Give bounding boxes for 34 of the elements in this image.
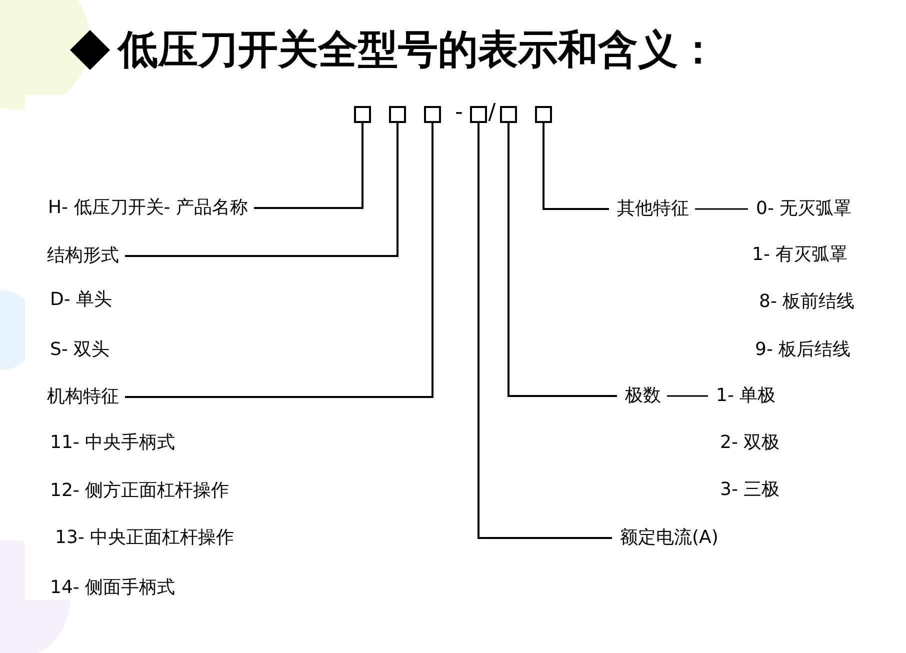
option-label: 11- 中央手柄式 [50, 432, 176, 454]
separator-symbol: / [488, 102, 496, 124]
option-label: 12- 侧方正面杠杆操作 [50, 480, 230, 502]
code-box [535, 106, 552, 123]
option-label: 8- 板前结线 [759, 291, 855, 313]
field-label: 机构特征 [47, 386, 119, 408]
field-label: 结构形式 [47, 245, 119, 267]
code-box [389, 106, 406, 123]
code-box [470, 106, 487, 123]
option-label: 1- 有灭弧罩 [752, 244, 848, 266]
option-label: 14- 侧面手柄式 [50, 577, 176, 599]
option-label: 3- 三极 [720, 479, 780, 501]
leader-line [542, 123, 609, 210]
option-label: 1- 单极 [716, 385, 776, 407]
field-label: 极数 [625, 385, 661, 407]
option-label: 0- 无灭弧罩 [756, 198, 852, 220]
option-label: D- 单头 [50, 289, 112, 311]
option-label: 9- 板后结线 [755, 339, 851, 361]
option-label: 2- 双极 [720, 432, 780, 454]
separator-symbol: - [455, 102, 463, 124]
leader-line [478, 123, 612, 539]
leader-line [254, 123, 364, 209]
leader-line [508, 123, 617, 397]
field-label: 其他特征 [617, 198, 689, 220]
code-box [354, 106, 371, 123]
option-label: 13- 中央正面杠杆操作 [55, 527, 234, 549]
field-label: H- 低压刀开关- 产品名称 [48, 197, 248, 219]
option-label: S- 双头 [50, 339, 110, 361]
field-label: 额定电流(A) [620, 527, 718, 549]
code-box [424, 106, 441, 123]
title: 低压刀开关全型号的表示和含义： [118, 26, 718, 75]
code-box [500, 106, 517, 123]
leader-line [125, 123, 398, 257]
leader-line [125, 123, 434, 398]
